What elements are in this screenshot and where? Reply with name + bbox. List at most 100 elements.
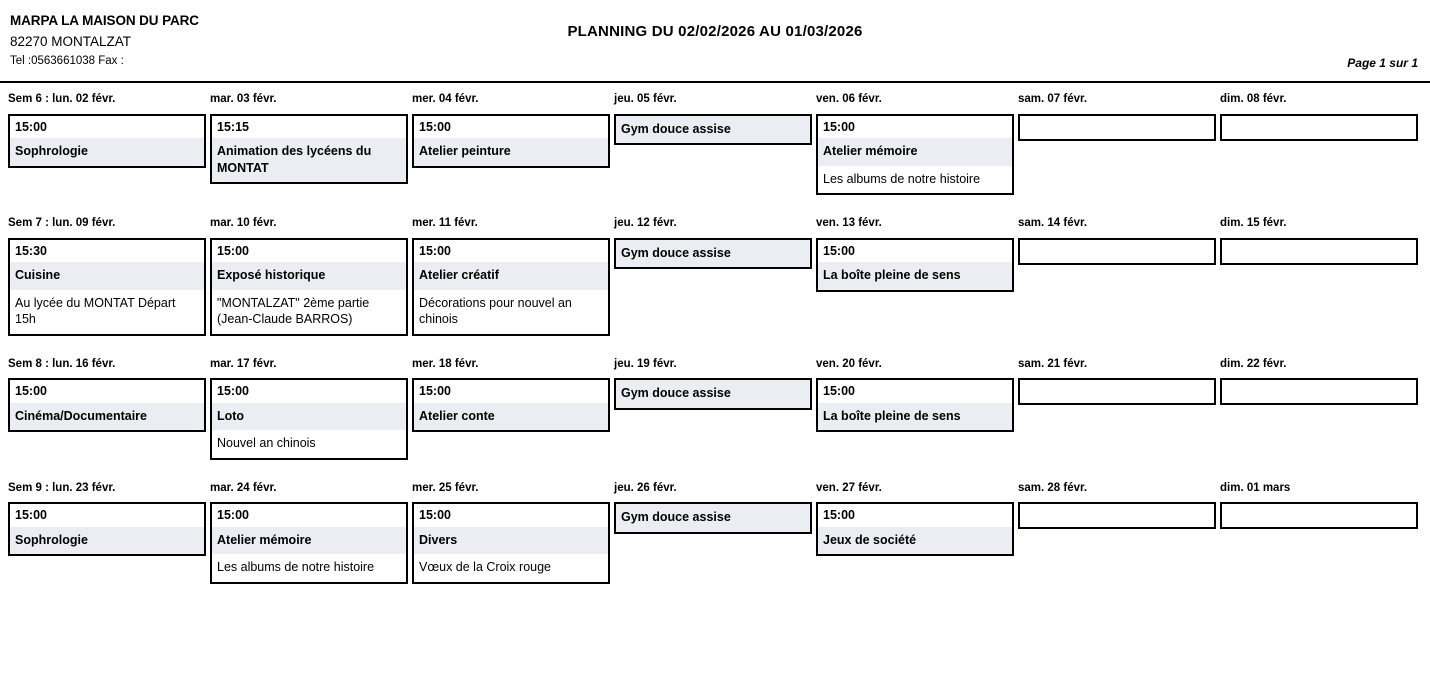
- event-box[interactable]: [1018, 237, 1216, 265]
- event-title: Gym douce assise: [616, 504, 810, 532]
- day-header-cell: dim. 22 févr.: [1220, 348, 1422, 379]
- event-title: Atelier mémoire: [818, 138, 1012, 166]
- day-cell: [1018, 237, 1220, 336]
- day-label: jeu. 12 févr.: [614, 217, 677, 229]
- day-cell: [1220, 502, 1422, 584]
- event-time: 15:00: [414, 380, 608, 403]
- event-box[interactable]: [1220, 237, 1418, 265]
- day-header-cell: mar. 24 févr.: [210, 472, 412, 503]
- event-description: Les albums de notre histoire: [818, 165, 1012, 193]
- day-header-cell: sam. 14 févr.: [1018, 207, 1220, 238]
- event-title: Divers: [414, 526, 608, 554]
- day-header-cell: jeu. 12 févr.: [614, 207, 816, 238]
- event-box[interactable]: [1018, 502, 1216, 529]
- day-header-cell: Sem 8 : lun. 16 févr.: [0, 348, 210, 379]
- day-header-cell: mar. 03 févr.: [210, 83, 412, 114]
- day-cell: Gym douce assise: [614, 378, 816, 460]
- day-cell: [1220, 113, 1422, 196]
- event-box[interactable]: [1018, 113, 1216, 141]
- day-label: Sem 6 : lun. 02 févr.: [8, 93, 116, 105]
- day-cell: [1018, 113, 1220, 196]
- event-time: 15:00: [10, 380, 204, 403]
- day-cell: Gym douce assise: [614, 237, 816, 336]
- day-header-cell: jeu. 19 févr.: [614, 348, 816, 379]
- day-header-row: Sem 8 : lun. 16 févr.mar. 17 févr.mer. 1…: [0, 348, 1430, 379]
- week-spacer: [0, 584, 1430, 596]
- day-label: Sem 7 : lun. 09 févr.: [8, 217, 116, 229]
- event-box[interactable]: Gym douce assise: [614, 502, 812, 534]
- day-header-cell: ven. 20 févr.: [816, 348, 1018, 379]
- event-box[interactable]: [1220, 502, 1418, 529]
- event-title: Atelier mémoire: [212, 526, 406, 554]
- week-spacer: [0, 336, 1430, 348]
- day-header-cell: dim. 15 févr.: [1220, 207, 1422, 238]
- day-header-row: Sem 9 : lun. 23 févr. mar. 24 févr.mer. 2…: [0, 472, 1430, 503]
- day-label: dim. 15 févr.: [1220, 217, 1287, 229]
- day-cell: [1220, 378, 1422, 460]
- day-label: mer. 04 févr.: [412, 93, 479, 105]
- day-label: dim. 22 févr.: [1220, 357, 1287, 370]
- day-header-cell: ven. 06 févr.: [816, 83, 1018, 114]
- event-title: Atelier créatif: [414, 262, 608, 290]
- event-title: Loto: [212, 402, 406, 430]
- day-cell: Gym douce assise: [614, 113, 816, 196]
- event-description: Nouvel an chinois: [212, 430, 406, 458]
- day-header-cell: sam. 28 févr.: [1018, 472, 1220, 503]
- day-label: sam. 07 févr.: [1018, 93, 1088, 105]
- day-label: Sem 8 : lun. 16 févr.: [8, 357, 116, 370]
- organization-block: MARPA LA MAISON DU PARC 82270 MONTALZAT …: [10, 14, 199, 68]
- day-label: Sem 9 : lun. 23 févr.: [8, 481, 116, 494]
- event-description: "MONTALZAT" 2ème partie (Jean-Claude BAR…: [212, 289, 406, 334]
- event-box[interactable]: [1018, 378, 1216, 405]
- day-label: dim. 08 févr.: [1220, 93, 1287, 105]
- event-description: Décorations pour nouvel an chinois: [414, 289, 608, 334]
- day-header-cell: Sem 7 : lun. 09 févr.: [0, 207, 210, 238]
- day-label: mer. 18 févr.: [412, 357, 479, 370]
- event-time: 15:00: [414, 115, 608, 138]
- day-label: sam. 21 févr.: [1018, 357, 1088, 370]
- event-box[interactable]: Gym douce assise: [614, 113, 812, 145]
- event-box[interactable]: Gym douce assise: [614, 237, 812, 269]
- day-header-cell: jeu. 05 févr.: [614, 83, 816, 114]
- event-time: 15:00: [10, 115, 204, 138]
- event-description: Vœux de la Croix rouge: [414, 554, 608, 582]
- page-title: PLANNING DU 02/02/2026 AU 01/03/2026: [567, 23, 863, 40]
- event-title: Atelier conte: [414, 402, 608, 430]
- day-label: ven. 06 févr.: [816, 93, 882, 105]
- day-label: mer. 25 févr.: [412, 481, 479, 494]
- day-label: jeu. 26 févr.: [614, 481, 677, 494]
- day-header-row: Sem 6 : lun. 02 févr. mar. 03 févr.mer. 0…: [0, 83, 1430, 114]
- week-row: Sem 9 : lun. 23 févr. mar. 24 févr.mer. 2…: [0, 472, 1430, 584]
- event-box[interactable]: [1220, 113, 1418, 141]
- day-label: dim. 01 mars: [1220, 481, 1291, 494]
- event-box[interactable]: Gym douce assise: [614, 378, 812, 410]
- day-label: ven. 20 févr.: [816, 357, 882, 370]
- event-time: 15:00: [414, 504, 608, 527]
- event-box[interactable]: [1220, 378, 1418, 405]
- day-cell: Gym douce assise: [614, 502, 816, 584]
